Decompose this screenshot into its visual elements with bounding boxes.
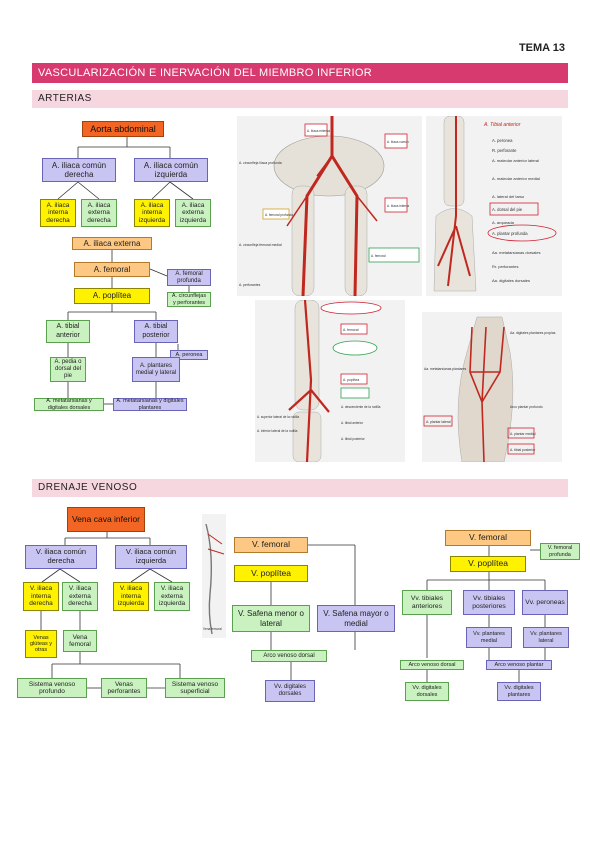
vena-iliaca-externa-derecha-box: V. iliaca externa derecha [62, 582, 98, 611]
foot-dorsal-arteries-illustration: A. Tibial anterior A. peronea R. perfora… [426, 116, 562, 296]
vena-cava-inferior-box: Vena cava inferior [67, 507, 145, 532]
vena-iliaca-externa-izquierda-box: V. iliaca externa izquierda [154, 582, 190, 611]
venas-perforantes-box: Venas perforantes [101, 678, 147, 698]
venas-plantares-medial-box: Vv. plantares medial [466, 627, 512, 648]
arteria-peronea-box: A. peronea [170, 350, 208, 360]
pelvis-arteries-illustration: A. circunfleja ilíaca profunda A. circun… [237, 116, 422, 296]
foot-label: A. dorsal del pie [492, 207, 523, 212]
arteria-iliaca-externa-box: A. iliaca externa [72, 237, 152, 250]
foot-label: Aa. digitales dorsales [492, 278, 530, 283]
arteria-iliaca-externa-derecha-box: A. iliaca externa derecha [81, 199, 117, 227]
foot-label: A. peronea [492, 138, 513, 143]
vena-femoral-left-box: Vena femoral [63, 630, 97, 652]
arteria-poplitea-box: A. poplítea [74, 288, 150, 304]
section-arterias: ARTERIAS [32, 90, 568, 108]
venas-digitales-dorsales-center-box: Vv. digitales dorsales [265, 680, 315, 702]
foot-label: A. Tibial anterior [483, 122, 521, 128]
section-drenaje-venoso: DRENAJE VENOSO [32, 479, 568, 497]
sole-label: Aa. metatarsianas plantares [424, 367, 467, 371]
sistema-venoso-superficial-box: Sistema venoso superficial [165, 678, 225, 698]
arco-venoso-plantar-box: Arco venoso plantar [486, 660, 552, 670]
knee-label: A. poplítea [343, 378, 359, 382]
arteria-femoral-profunda-box: A. femoral profunda [167, 269, 211, 286]
arteria-iliaca-comun-derecha-box: A. iliaca común derecha [42, 158, 116, 182]
arteria-tibial-anterior-box: A. tibial anterior [46, 320, 90, 343]
foot-label: Aa. metatarsianas dorsales [492, 250, 540, 255]
knee-label: A. tibial anterior [341, 421, 364, 425]
vena-femoral-profunda-box: V. femoral profunda [540, 543, 580, 560]
vena-safena-menor-box: V. Safena menor o lateral [232, 605, 310, 632]
vena-iliaca-interna-izquierda-box: V. iliaca interna izquierda [113, 582, 149, 611]
arterias-circunflejas-box: A. circunflejas y perforantes [167, 292, 211, 307]
arteria-iliaca-comun-izquierda-box: A. iliaca común izquierda [134, 158, 208, 182]
pelvis-label: A. femoral [371, 254, 386, 258]
page-title: VASCULARIZACIÓN E INERVACIÓN DEL MIEMBRO… [32, 63, 568, 83]
arteria-pedia-box: A. pedia o dorsal del pie [50, 357, 86, 382]
pelvis-label: A. ilíaca común [387, 140, 409, 144]
pelvis-label: A. ilíaca interna [387, 204, 409, 208]
venas-digitales-plantares-box: Vv. digitales plantares [497, 682, 541, 701]
knee-label: A. tibial posterior [341, 437, 366, 441]
vena-femoral-illustration: Vena femoral [202, 514, 226, 638]
venas-plantares-lateral-box: Vv. plantares lateral [523, 627, 569, 648]
foot-label: A. lateral del tarso [492, 194, 525, 199]
arterias-metatarsianas-dorsales-box: A. metatarsianas y digitales dorsales [34, 398, 104, 411]
foot-label: A. plantar profunda [492, 231, 528, 236]
venas-peroneas-box: Vv. peroneas [522, 590, 568, 615]
venas-tibiales-posteriores-box: Vv. tibiales posteriores [463, 590, 515, 615]
pelvis-label: A. perforantes [239, 283, 261, 287]
aorta-abdominal-box: Aorta abdominal [82, 121, 164, 137]
knee-arteries-illustration: A. femoral A. poplítea A. descendente de… [255, 300, 405, 462]
knee-label: A. superior lateral de la rodilla [257, 415, 299, 419]
arteria-tibial-posterior-box: A. tibial posterior [134, 320, 178, 343]
vena-safena-mayor-box: V. Safena mayor o medial [317, 605, 395, 632]
pelvis-label: A. femoral profunda [265, 213, 293, 217]
vena-iliaca-interna-derecha-box: V. iliaca interna derecha [23, 582, 59, 611]
knee-label: A. inferior lateral de la rodilla [257, 429, 298, 433]
vena-femoral-right-box: V. femoral [445, 530, 531, 546]
knee-label: A. descendente de la rodilla [341, 405, 381, 409]
venas-gluteas-box: Venas glúteas y otras [25, 630, 57, 658]
arteria-iliaca-interna-derecha-box: A. iliaca interna derecha [40, 199, 76, 227]
arterias-metatarsianas-plantares-box: A. metatarsianas y digitales plantares [113, 398, 187, 411]
foot-label: A. arqueada [492, 220, 515, 225]
sole-label: A. plantar lateral [426, 420, 451, 424]
sole-label: A. tibial posterior [510, 448, 536, 452]
sole-label: Arco plantar profundo [510, 405, 543, 409]
arteria-iliaca-interna-izquierda-box: A. iliaca interna izquierda [134, 199, 170, 227]
pelvis-label: A. circunfleja ilíaca profunda [239, 161, 282, 165]
vena-iliaca-comun-derecha-box: V. iliaca común derecha [25, 545, 97, 569]
arterias-plantares-box: A. plantares medial y lateral [132, 357, 180, 382]
foot-plantar-arteries-illustration: Aa. digitales plantares propias Aa. meta… [422, 312, 562, 462]
pelvis-label: A. ilíaca externa [307, 129, 330, 133]
sistema-venoso-profundo-box: Sistema venoso profundo [17, 678, 87, 698]
foot-label: A. maleolar anterior medial [492, 176, 540, 181]
foot-label: R. perforante [492, 148, 517, 153]
sole-label: Aa. digitales plantares propias [510, 331, 556, 335]
arco-venoso-dorsal-right-box: Arco venoso dorsal [400, 660, 464, 670]
venas-tibiales-anteriores-box: Vv. tibiales anteriores [402, 590, 452, 615]
pelvis-label: A. circunfleja femoral medial [239, 243, 282, 247]
vena-iliaca-comun-izquierda-box: V. iliaca común izquierda [115, 545, 187, 569]
vena-poplitea-center-box: V. poplítea [234, 565, 308, 582]
sole-label: A. plantar medial [510, 432, 536, 436]
foot-label: A. maleolar anterior lateral [492, 158, 539, 163]
tema-label: TEMA 13 [518, 42, 565, 54]
vena-femoral-center-box: V. femoral [234, 537, 308, 553]
knee-label: A. femoral [343, 328, 359, 332]
arteria-femoral-box: A. femoral [74, 262, 150, 277]
arteria-iliaca-externa-izquierda-box: A. iliaca externa izquierda [175, 199, 211, 227]
foot-label: Rr. perforantes [492, 264, 518, 269]
vena-femoral-image-label: Vena femoral [203, 627, 222, 631]
vena-poplitea-right-box: V. poplítea [450, 556, 526, 572]
venas-digitales-dorsales-right-box: Vv. digitales dorsales [405, 682, 449, 701]
arco-venoso-dorsal-center-box: Arco venoso dorsal [251, 650, 327, 662]
